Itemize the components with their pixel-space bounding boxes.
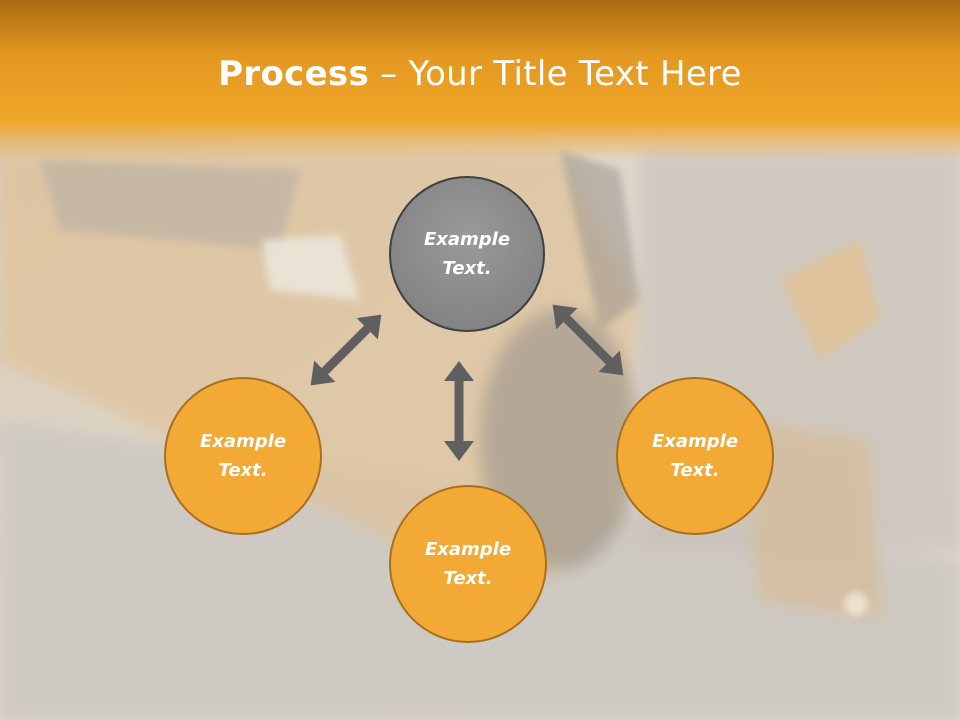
node-text-line2: Text. [670,460,720,481]
node-text-line2: Text. [442,258,492,279]
node-text-line1: Example [651,431,739,452]
arrow-icon [310,314,382,386]
arrow-icon [552,304,624,376]
left-process-node: Example Text. [164,377,322,535]
node-text-line1: Example [199,431,287,452]
slide-title-rest: – Your Title Text Here [380,54,742,94]
node-text-line2: Text. [218,460,268,481]
node-text-line2: Text. [443,568,493,589]
center-process-node: Example Text. [389,176,545,332]
slide-title: Process – Your Title Text Here [0,52,960,96]
bottom-process-node: Example Text. [389,485,547,643]
arrow-icon [444,361,474,461]
node-text-line1: Example [423,229,511,250]
node-text-line1: Example [424,539,512,560]
title-bar [0,0,960,160]
slide-title-bold: Process [218,54,370,94]
right-process-node: Example Text. [616,377,774,535]
